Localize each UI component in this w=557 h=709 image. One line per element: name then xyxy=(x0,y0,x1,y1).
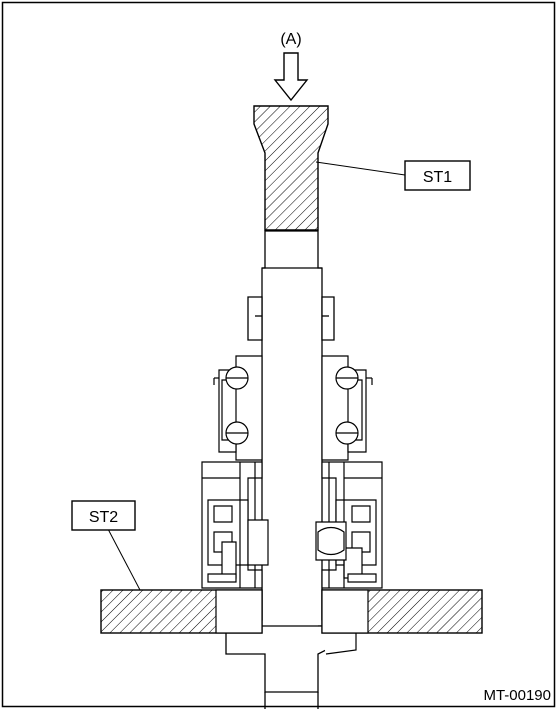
st2-label: ST2 xyxy=(89,509,118,526)
label-a: (A) xyxy=(280,31,301,48)
st2-leader-line xyxy=(107,528,141,591)
shaft xyxy=(225,230,327,709)
st2-label-box xyxy=(71,500,136,531)
right-synchro-assembly xyxy=(315,355,383,589)
st2-bore-left xyxy=(215,589,263,634)
st1-tool xyxy=(253,105,329,231)
down-arrow-icon xyxy=(273,52,309,102)
st2-bore-right xyxy=(321,589,369,634)
upper-hub xyxy=(247,296,335,341)
st1-label: ST1 xyxy=(423,169,452,186)
left-synchro-assembly xyxy=(201,355,269,589)
figure-id: MT-00190 xyxy=(483,687,551,704)
st1-leader-line xyxy=(315,161,406,176)
st1-label-box xyxy=(404,160,471,191)
